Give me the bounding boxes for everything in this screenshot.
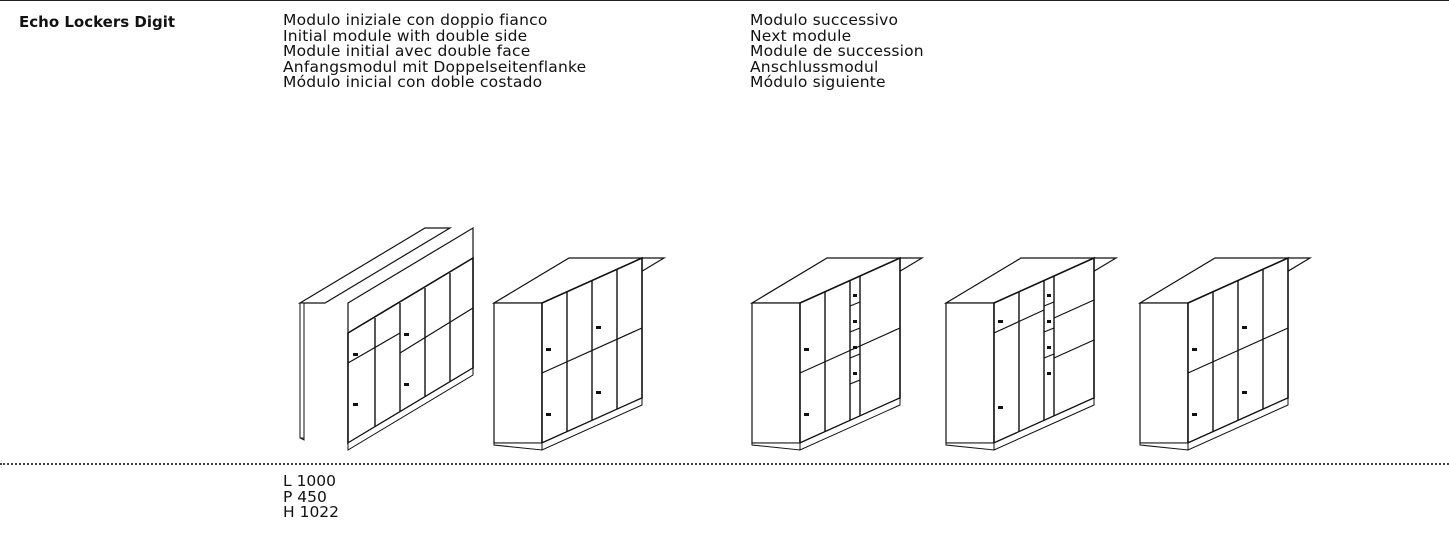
dimension-height: H 1022 [283, 503, 340, 521]
description-line: Module de succession [750, 42, 924, 60]
top-rule [0, 0, 1449, 1]
description-line: Módulo inicial con doble costado [283, 73, 543, 91]
description-line: Modulo successivo [750, 11, 899, 29]
locker-drawing-initial-mixed [297, 226, 474, 451]
locker-drawings [297, 226, 1313, 451]
locker-drawing-next-small-drawers [749, 256, 925, 451]
dimensions: L 1000 P 450 H 1022 [283, 472, 340, 521]
dimension-length: L 1000 [283, 472, 337, 490]
next-module-description: Modulo successivo Next module Module de … [750, 11, 924, 91]
locker-drawing-initial-eight-doors [491, 256, 667, 451]
description-line: Modulo iniziale con doppio fianco [283, 11, 548, 29]
dotted-divider [0, 463, 1449, 465]
initial-module-description: Modulo iniziale con doppio fianco Initia… [283, 11, 587, 91]
product-name: Echo Lockers Digit [19, 13, 176, 31]
description-line: Module initial avec double face [283, 42, 531, 60]
locker-drawing-next-eight-doors [1137, 256, 1313, 451]
dimension-depth: P 450 [283, 487, 327, 506]
description-line: Next module [750, 26, 852, 45]
description-line: Módulo siguiente [750, 73, 886, 91]
description-line: Anschlussmodul [750, 57, 879, 76]
locker-drawing-next-mixed [943, 256, 1119, 451]
description-line: Initial module with double side [283, 26, 528, 45]
description-line: Anfangsmodul mit Doppelseitenflanke [283, 57, 587, 76]
